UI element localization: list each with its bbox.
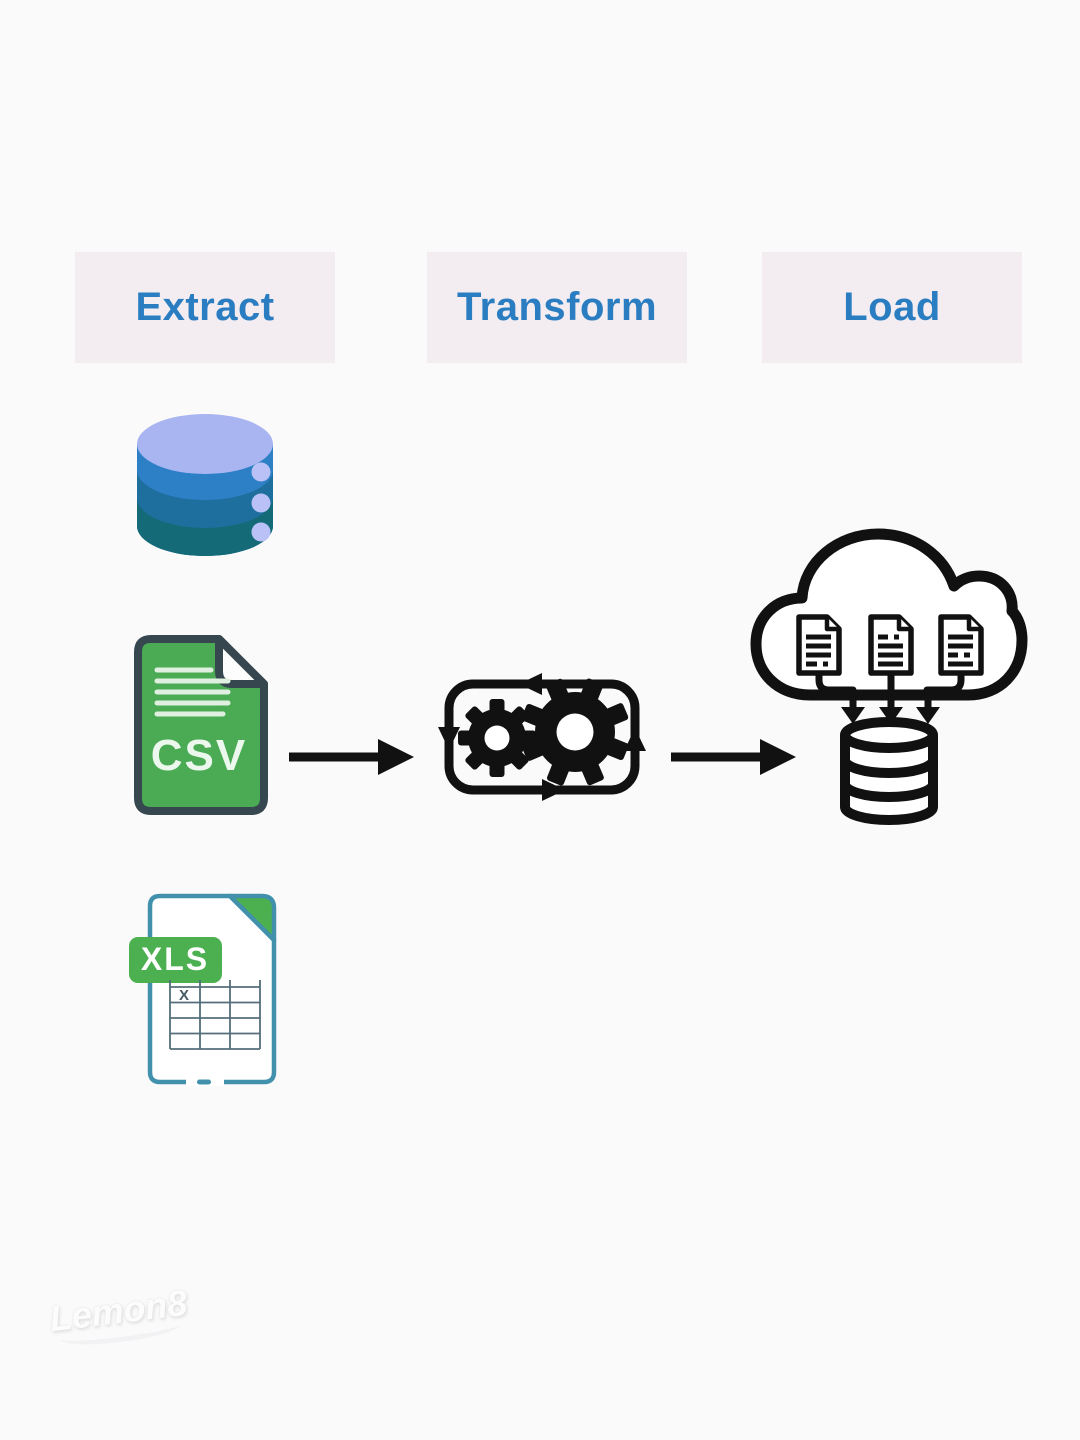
watermark-logo: Lemon8 [47, 1282, 190, 1350]
stage-label-extract: Extract [75, 252, 335, 363]
big-gear-icon [521, 678, 629, 786]
document-icon [938, 614, 984, 676]
xls-grid-marker: X [179, 987, 189, 1004]
xls-badge [129, 937, 222, 983]
cloud-documents [796, 614, 984, 676]
download-arrows [841, 698, 940, 724]
target-database-icon [840, 717, 938, 825]
document-icon [868, 614, 914, 676]
csv-text-lines [154, 667, 231, 717]
csv-file-icon: CSV [134, 635, 268, 815]
document-icon [796, 614, 842, 676]
flow-arrow-extract-to-transform-icon [289, 739, 414, 775]
stage-label-transform: Transform [427, 252, 687, 363]
xls-label: XLS [141, 941, 209, 977]
stage-label-load: Load [762, 252, 1022, 363]
stage-load-text: Load [843, 285, 941, 329]
stage-transform-text: Transform [456, 285, 658, 329]
csv-label: CSV [151, 731, 247, 780]
small-gear-icon [458, 699, 536, 777]
database-icon [137, 414, 273, 556]
xls-grid [169, 980, 261, 1050]
flow-arrow-transform-to-load-icon [671, 739, 796, 775]
stage-extract-text: Extract [135, 285, 275, 329]
gears-cycle-icon [438, 673, 646, 801]
xls-file-icon: XLS X [129, 893, 277, 1086]
cloud-to-database-icon [750, 528, 1028, 825]
